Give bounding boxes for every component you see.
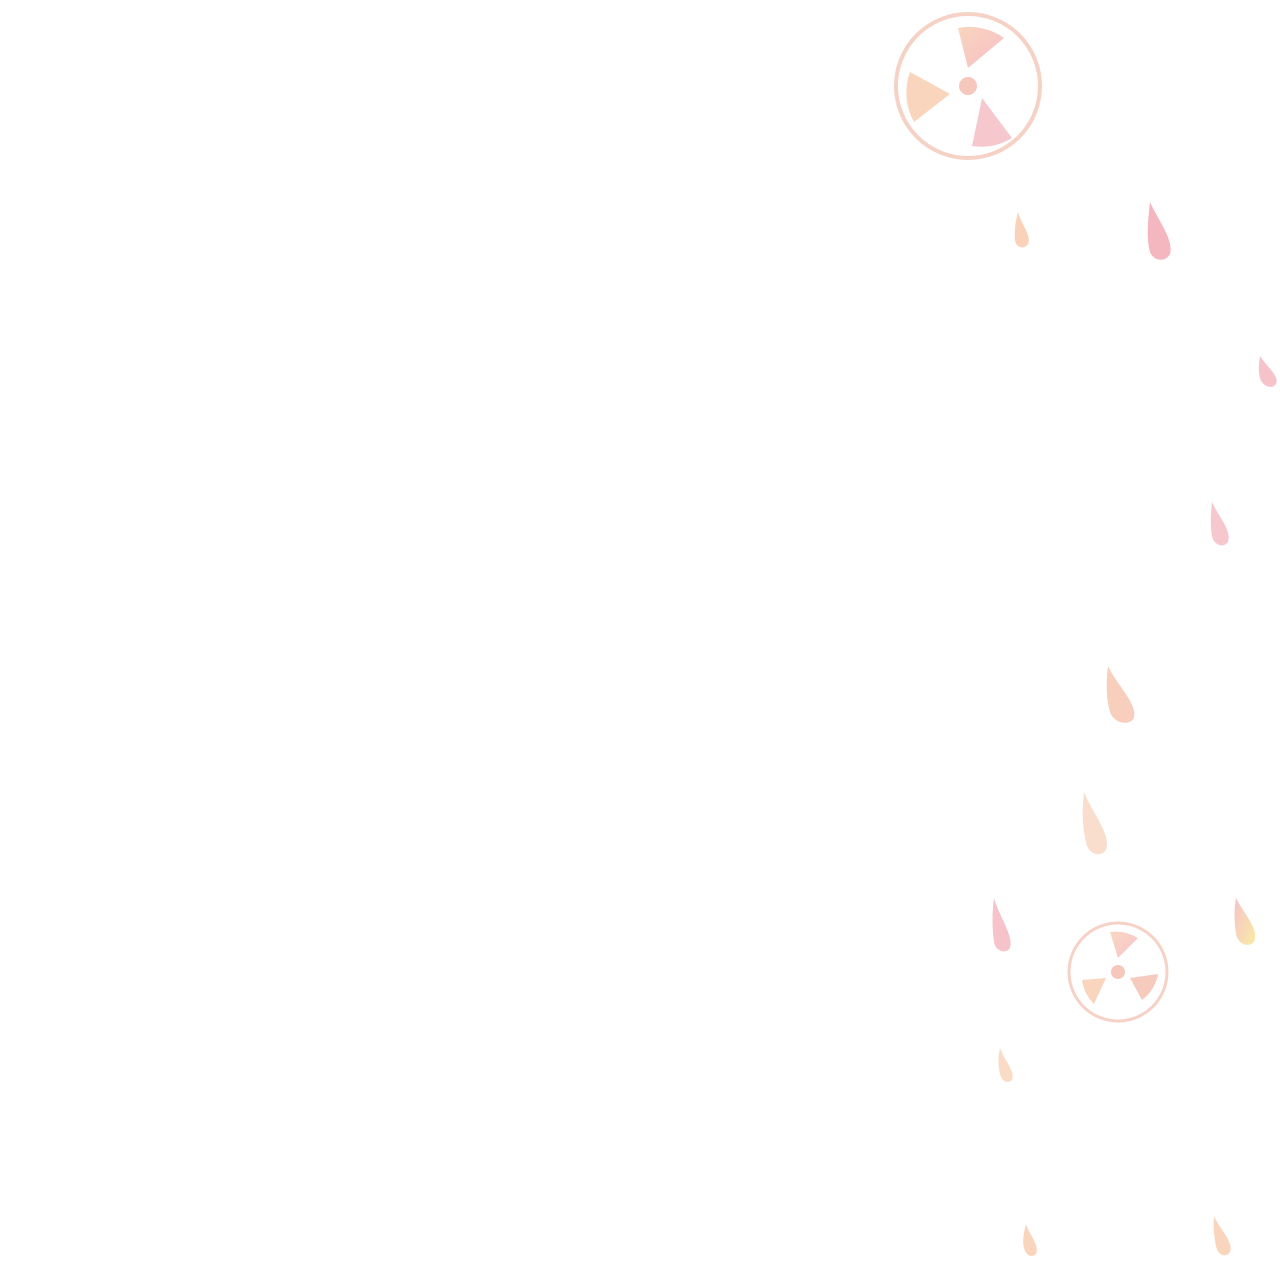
raindrop-icon xyxy=(1258,356,1277,387)
raindrop-icon xyxy=(992,898,1011,952)
raindrop-icon xyxy=(1210,502,1229,546)
radiation-blade-icon xyxy=(906,72,950,122)
radiation-blade-icon xyxy=(1130,974,1158,1000)
radiation-circle-icon xyxy=(894,12,1042,160)
raindrop-icon xyxy=(1014,212,1029,248)
raindrop-icon xyxy=(998,1048,1013,1082)
radiation-blade-icon xyxy=(958,26,1004,68)
raindrop-icon xyxy=(1082,792,1108,855)
radiation-circle-icon xyxy=(1067,921,1169,1023)
raindrop-icon xyxy=(1213,1216,1231,1256)
raindrop-icon xyxy=(1234,898,1256,945)
radiation-blade-icon xyxy=(1110,931,1138,958)
raindrop-icon xyxy=(1147,202,1171,260)
radiation-symbol-large xyxy=(894,12,1042,160)
raindrop-icon xyxy=(1023,1224,1037,1256)
radiation-symbol-small xyxy=(1067,921,1169,1023)
raindrop-icon xyxy=(1106,666,1135,723)
radiation-blade-icon xyxy=(1082,978,1106,1004)
raindrops xyxy=(992,202,1277,1256)
radiation-center-icon xyxy=(1111,965,1125,979)
radiation-center-icon xyxy=(959,77,977,95)
radiation-blade-icon xyxy=(972,98,1012,147)
